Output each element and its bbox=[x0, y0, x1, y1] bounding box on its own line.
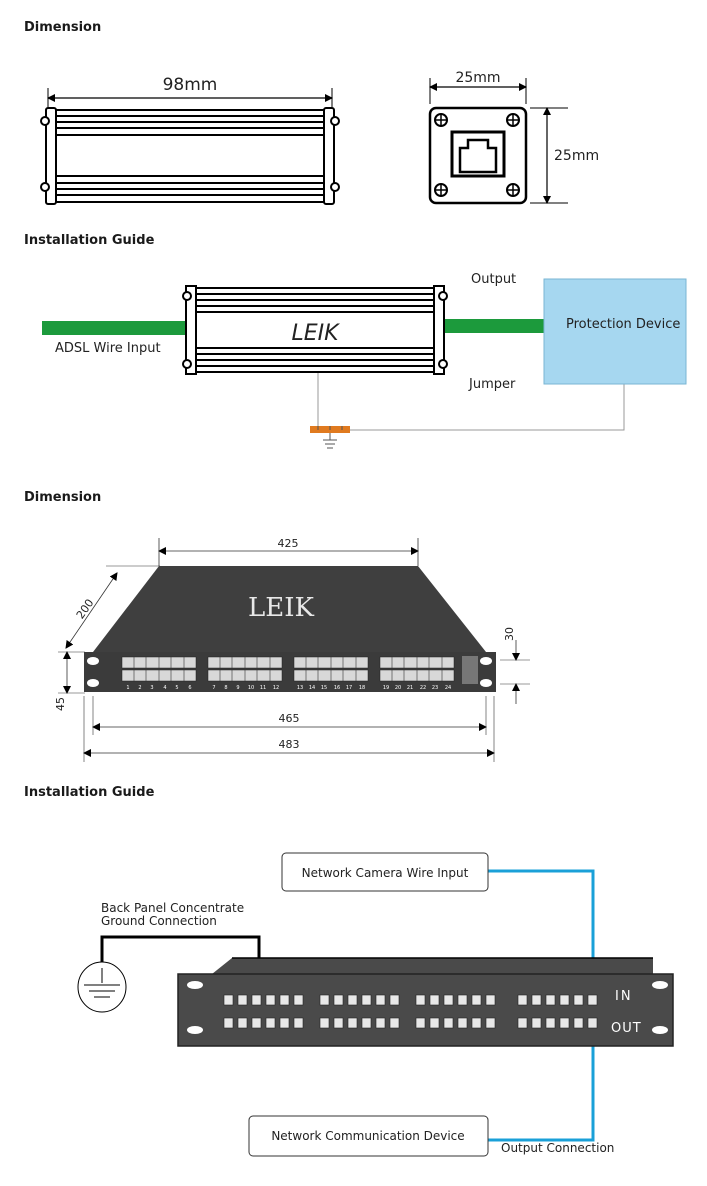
protection-device-label: Protection Device bbox=[566, 317, 680, 332]
out-label: OUT bbox=[611, 1021, 642, 1036]
height-label: 25mm bbox=[554, 148, 599, 164]
port-number: 4 bbox=[163, 685, 166, 691]
port-number: 5 bbox=[175, 685, 178, 691]
port-number: 3 bbox=[150, 685, 153, 691]
in-label: IN bbox=[615, 989, 633, 1004]
brand-logo-panel: LEIK bbox=[248, 593, 315, 623]
width-label: 25mm bbox=[455, 70, 500, 86]
port-number: 17 bbox=[346, 685, 352, 691]
camera-input-label: Network Camera Wire Input bbox=[302, 866, 469, 880]
port-number: 12 bbox=[273, 685, 279, 691]
port-number: 6 bbox=[188, 685, 191, 691]
inner-width-label: 465 bbox=[279, 712, 300, 725]
front-view-drawing bbox=[428, 78, 568, 205]
adsl-installation-drawing bbox=[42, 278, 687, 449]
depth-label: 200 bbox=[74, 597, 97, 622]
ground-label-line1: Back Panel Concentrate bbox=[101, 901, 244, 915]
section-heading-dimension-1: Dimension bbox=[24, 20, 102, 35]
top-width-label: 425 bbox=[278, 537, 299, 550]
section-heading-installation-1: Installation Guide bbox=[24, 233, 155, 248]
output-label: Output bbox=[471, 272, 516, 287]
port-number: 20 bbox=[395, 685, 401, 691]
total-height-label: 45 bbox=[54, 697, 67, 711]
port-number: 8 bbox=[224, 685, 227, 691]
port-number: 2 bbox=[138, 685, 141, 691]
port-number: 16 bbox=[334, 685, 340, 691]
port-number: 14 bbox=[309, 685, 315, 691]
port-number: 18 bbox=[359, 685, 365, 691]
port-number: 7 bbox=[212, 685, 215, 691]
port-number: 1 bbox=[126, 685, 129, 691]
adsl-input-label: ADSL Wire Input bbox=[55, 341, 161, 356]
port-number: 21 bbox=[407, 685, 413, 691]
panel-ports bbox=[223, 994, 598, 1029]
port-number: 22 bbox=[420, 685, 426, 691]
section-heading-installation-2: Installation Guide bbox=[24, 785, 155, 800]
side-view-drawing bbox=[40, 88, 340, 205]
jumper-label: Jumper bbox=[468, 377, 516, 392]
port-number: 19 bbox=[383, 685, 389, 691]
outer-width-label: 483 bbox=[279, 738, 300, 751]
port-number: 13 bbox=[297, 685, 303, 691]
panel-height-label: 30 bbox=[503, 627, 516, 641]
port-number-labels: 1 2 3 4 5 6 7 8 9 10 11 12 13 14 15 16 1… bbox=[126, 685, 451, 691]
camera-input-box bbox=[281, 852, 489, 892]
patch-panel-dimension-drawing bbox=[58, 538, 530, 762]
port-number: 23 bbox=[432, 685, 438, 691]
brand-logo-install: LEIK bbox=[291, 321, 340, 346]
comm-device-label: Network Communication Device bbox=[271, 1129, 464, 1143]
comm-device-box bbox=[248, 1115, 489, 1157]
port-number: 24 bbox=[445, 685, 451, 691]
port-number: 11 bbox=[260, 685, 266, 691]
length-label: 98mm bbox=[163, 75, 218, 95]
port-number: 9 bbox=[236, 685, 239, 691]
camera-installation-drawing bbox=[77, 869, 674, 1142]
port-number: 10 bbox=[248, 685, 254, 691]
ground-label-line2: Ground Connection bbox=[101, 914, 217, 928]
output-connection-label: Output Connection bbox=[501, 1141, 614, 1155]
port-number: 15 bbox=[321, 685, 327, 691]
section-heading-dimension-2: Dimension bbox=[24, 490, 102, 505]
